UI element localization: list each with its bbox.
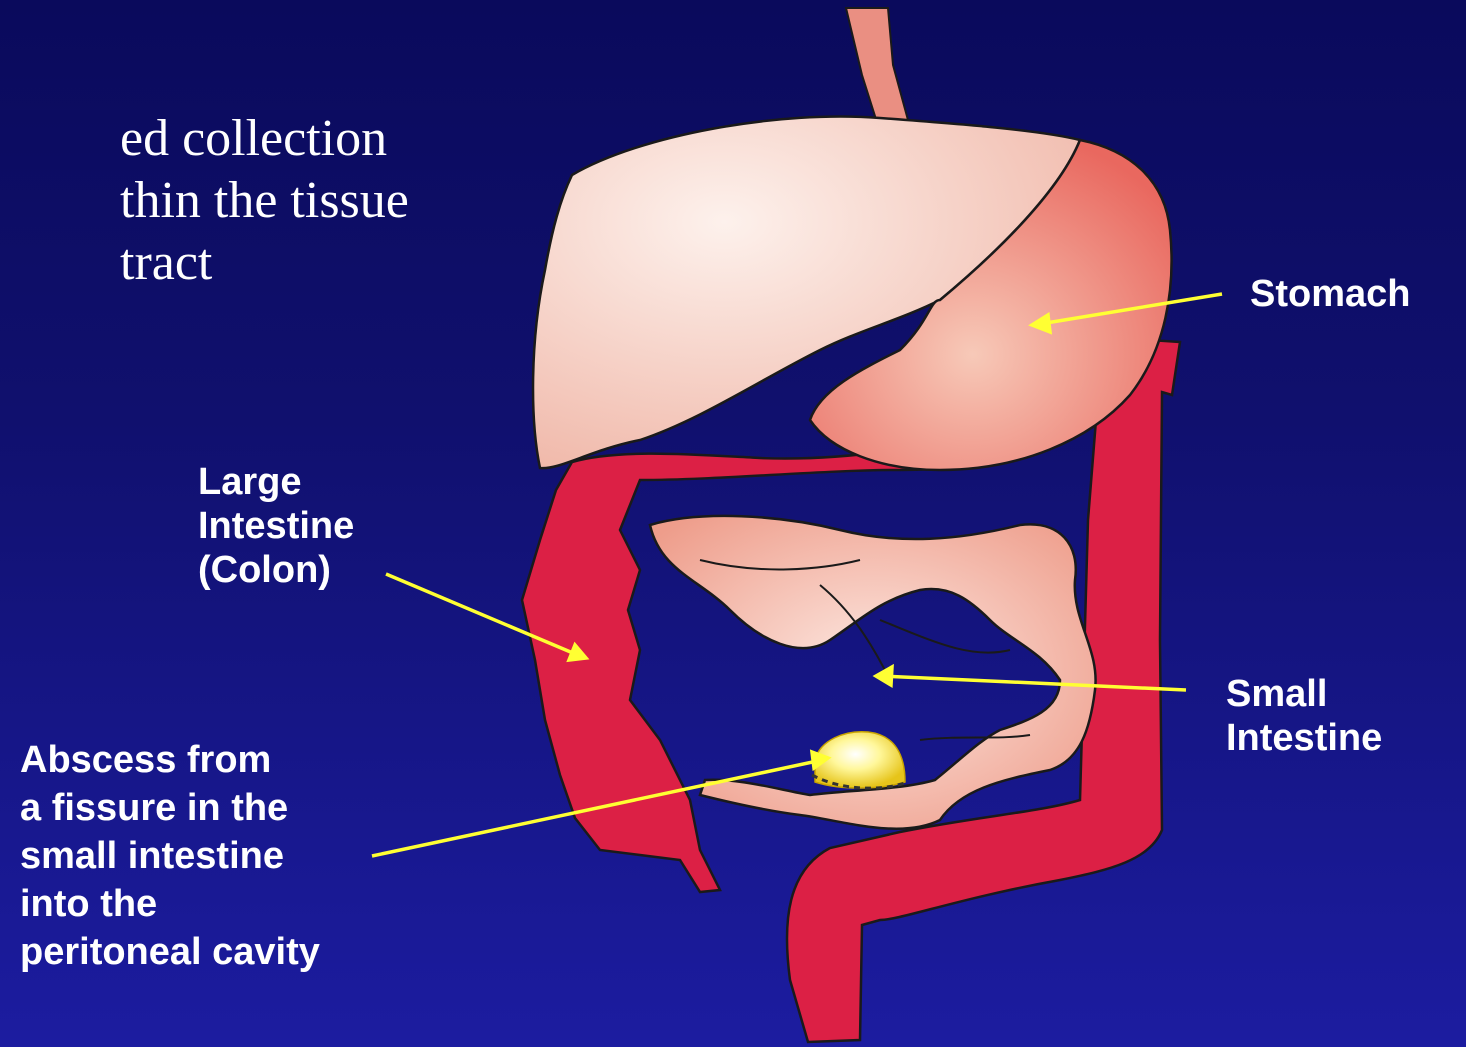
- label-abscess: Abscess from a fissure in the small inte…: [20, 736, 320, 976]
- abscess: [815, 732, 905, 788]
- label-abscess-line-4: into the: [20, 880, 320, 928]
- label-small-intestine: Small Intestine: [1226, 672, 1382, 760]
- label-small-intestine-line-2: Intestine: [1226, 716, 1382, 760]
- esophagus: [846, 8, 908, 132]
- label-stomach: Stomach: [1250, 272, 1410, 316]
- label-abscess-line-5: peritoneal cavity: [20, 928, 320, 976]
- label-large-intestine-line-2: Intestine: [198, 504, 354, 548]
- label-abscess-line-1: Abscess from: [20, 736, 320, 784]
- label-large-intestine: Large Intestine (Colon): [198, 460, 354, 592]
- pointer-small-intestine-arrowhead: [876, 667, 892, 685]
- label-abscess-line-3: small intestine: [20, 832, 320, 880]
- label-large-intestine-line-1: Large: [198, 460, 354, 504]
- label-abscess-line-2: a fissure in the: [20, 784, 320, 832]
- small-intestine-fold-2: [880, 620, 1010, 653]
- label-large-intestine-line-3: (Colon): [198, 548, 354, 592]
- label-small-intestine-line-1: Small: [1226, 672, 1382, 716]
